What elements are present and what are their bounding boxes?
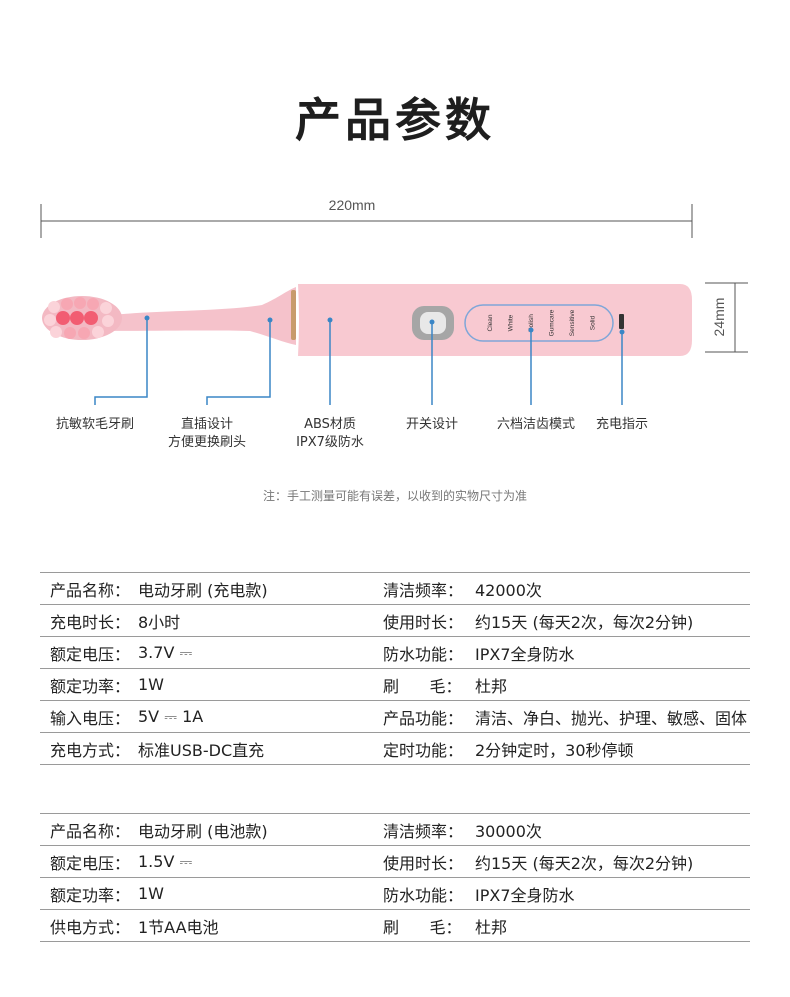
spec-value: IPX7全身防水 — [475, 885, 575, 905]
callout-dots — [144, 315, 625, 335]
diameter-dimension — [705, 282, 748, 353]
page-title: 产品参数 — [295, 93, 495, 147]
spec-key: 产品名称： — [50, 821, 131, 841]
spec-value: 30000次 — [475, 821, 542, 841]
spec-value: 5V ⎓ 1A — [138, 706, 204, 726]
measurement-note: 注：手工测量可能有误差，以收到的实物尺寸为准 — [262, 489, 527, 503]
spec-value: 杜邦 — [475, 917, 508, 937]
mode-panel — [464, 304, 614, 342]
callout-indicator: 充电指示 — [585, 416, 659, 434]
table-row: 充电时长： 8小时 使用时长： 约15天 (每天2次，每次2分钟) — [40, 605, 750, 637]
spec-value: 电动牙刷 (充电款) — [138, 580, 268, 600]
spec-key: 刷 毛： — [383, 676, 462, 696]
spec-value: 1W — [138, 884, 164, 903]
spec-key: 使用时长： — [383, 612, 464, 632]
spec-key: 防水功能： — [383, 885, 464, 905]
callout-line: IPX7级防水 — [296, 435, 364, 450]
callout-line: 直插设计 — [180, 417, 233, 432]
mode-label: Solid — [590, 315, 597, 330]
table-row: 额定电压： 1.5V ⎓ 使用时长： 约15天 (每天2次，每次2分钟) — [40, 846, 750, 878]
spec-key: 清洁频率： — [383, 821, 464, 841]
table-row: 产品名称： 电动牙刷 (充电款) 清洁频率： 42000次 — [40, 572, 750, 605]
spec-value: 1.5V ⎓ — [138, 851, 193, 871]
mode-label: Clean — [487, 314, 494, 331]
table-row: 额定功率： 1W 刷 毛： 杜邦 — [40, 669, 750, 701]
spec-key: 充电方式： — [50, 740, 131, 760]
table-row: 额定功率： 1W 防水功能： IPX7全身防水 — [40, 878, 750, 910]
charge-indicator-icon — [619, 314, 624, 329]
mode-label: Gumcare — [549, 309, 556, 336]
mode-label: White — [508, 314, 515, 331]
callout-switch: 开关设计 — [382, 416, 482, 434]
toothbrush-image: Clean White Polish Gumcare Sensitive Solid — [42, 284, 692, 356]
spec-table-rechargeable: 产品名称： 电动牙刷 (充电款) 清洁频率： 42000次 充电时长： 8小时 … — [40, 572, 750, 765]
callout-line: 六档洁齿模式 — [496, 417, 575, 432]
spec-key: 清洁频率： — [383, 580, 464, 600]
callout-lines — [94, 318, 623, 405]
table-row: 输入电压： 5V ⎓ 1A 产品功能： 清洁、净白、抛光、护理、敏感、固体 — [40, 701, 750, 733]
spec-key: 使用时长： — [383, 853, 464, 873]
brush-handle — [298, 284, 692, 356]
spec-value: 标准USB-DC直充 — [138, 740, 265, 760]
diameter-label: 24mm — [711, 298, 727, 337]
spec-value: 1节AA电池 — [138, 917, 219, 937]
bristles-icon — [44, 297, 114, 339]
spec-key: 额定电压： — [50, 853, 131, 873]
callout-line: ABS材质 — [304, 417, 356, 432]
spec-value: 清洁、净白、抛光、护理、敏感、固体 — [475, 708, 748, 728]
spec-key: 产品名称： — [50, 580, 131, 600]
spec-value: 1W — [138, 675, 164, 694]
spec-table-battery: 产品名称： 电动牙刷 (电池款) 清洁频率： 30000次 额定电压： 1.5V… — [40, 813, 750, 942]
callout-material: ABS材质 IPX7级防水 — [280, 416, 380, 452]
callout-line: 充电指示 — [595, 417, 648, 432]
spec-value: 42000次 — [475, 580, 542, 600]
spec-value: 约15天 (每天2次，每次2分钟) — [475, 853, 694, 873]
spec-value: IPX7全身防水 — [475, 644, 575, 664]
table-row: 额定电压： 3.7V ⎓ 防水功能： IPX7全身防水 — [40, 637, 750, 669]
spec-key: 额定电压： — [50, 644, 131, 664]
spec-key: 防水功能： — [383, 644, 464, 664]
table-row: 充电方式： 标准USB-DC直充 定时功能： 2分钟定时，30秒停顿 — [40, 733, 750, 765]
callout-modes: 六档洁齿模式 — [486, 416, 586, 434]
spec-key: 额定功率： — [50, 885, 131, 905]
spec-key: 刷 毛： — [383, 917, 462, 937]
gold-ring — [291, 290, 296, 340]
callout-line: 抗敏软毛牙刷 — [55, 417, 134, 432]
toothbrush-diagram: 220mm 24mm Clean White Polish Gumcare Sensit… — [40, 197, 748, 405]
callout-bristles: 抗敏软毛牙刷 — [40, 416, 150, 434]
table-row: 供电方式： 1节AA电池 刷 毛： 杜邦 — [40, 910, 750, 942]
spec-value: 电动牙刷 (电池款) — [138, 821, 268, 841]
callout-line: 方便更换刷头 — [167, 435, 246, 450]
spec-value: 3.7V ⎓ — [138, 642, 193, 662]
spec-key: 供电方式： — [50, 917, 131, 937]
table-row: 产品名称： 电动牙刷 (电池款) 清洁频率： 30000次 — [40, 813, 750, 846]
spec-value: 约15天 (每天2次，每次2分钟) — [475, 612, 694, 632]
spec-value: 杜邦 — [475, 676, 508, 696]
mode-labels: Clean White Polish Gumcare Sensitive Solid — [487, 309, 597, 336]
spec-key: 产品功能： — [383, 708, 464, 728]
spec-key: 输入电压： — [50, 708, 131, 728]
spec-key: 定时功能： — [383, 740, 464, 760]
spec-key: 额定功率： — [50, 676, 131, 696]
mode-label: Polish — [528, 314, 535, 332]
brush-neck — [104, 287, 296, 345]
spec-value: 2分钟定时，30秒停顿 — [475, 740, 634, 760]
spec-key: 充电时长： — [50, 612, 131, 632]
callout-line: 开关设计 — [405, 417, 458, 432]
length-label: 220mm — [329, 197, 376, 213]
callout-head: 直插设计 方便更换刷头 — [152, 416, 262, 452]
mode-label: Sensitive — [569, 309, 576, 336]
spec-value: 8小时 — [138, 612, 181, 632]
length-dimension — [40, 204, 693, 238]
